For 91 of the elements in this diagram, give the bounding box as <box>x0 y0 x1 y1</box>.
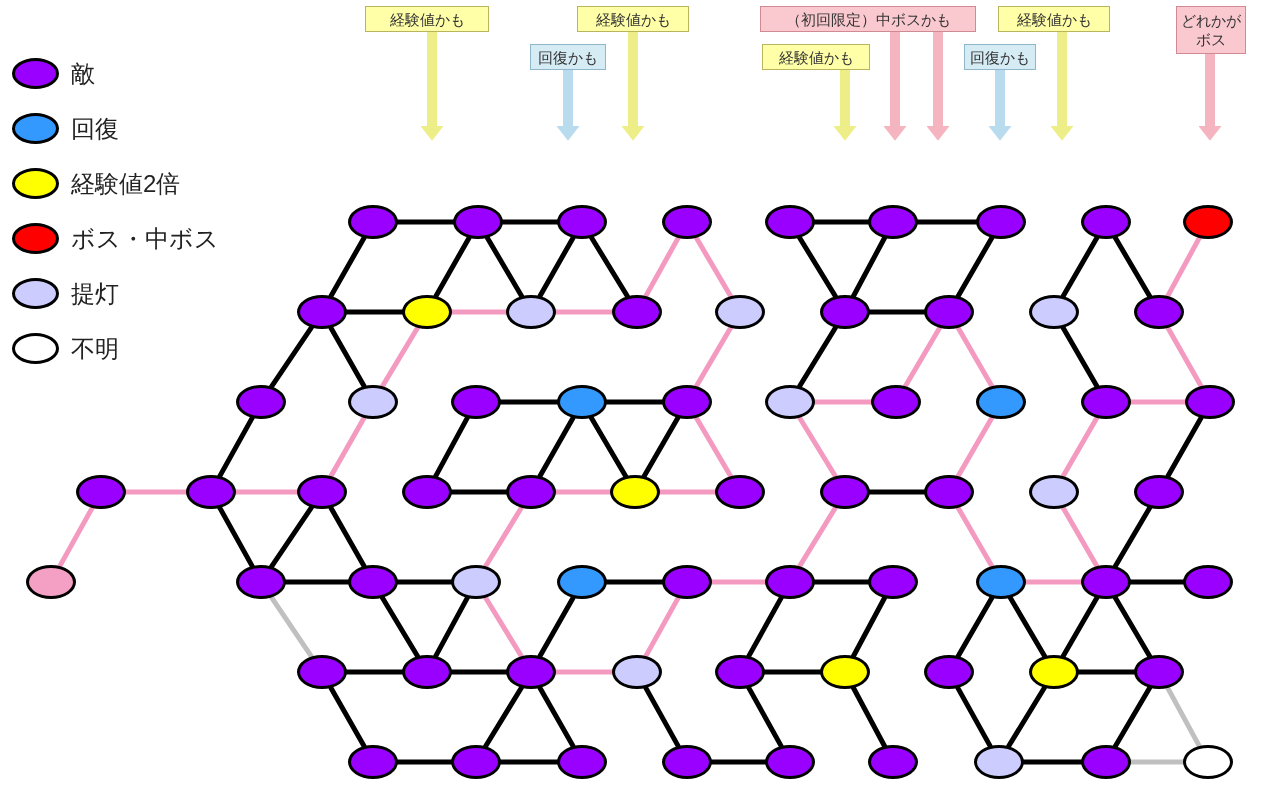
map-node <box>662 745 712 779</box>
arrow <box>926 32 950 141</box>
arrow <box>420 32 444 141</box>
map-node <box>1081 385 1131 419</box>
map-node <box>506 475 556 509</box>
callout-box: 経験値かも <box>998 6 1110 32</box>
map-node <box>820 475 870 509</box>
arrow <box>556 70 580 141</box>
map-node <box>348 385 398 419</box>
map-node <box>557 745 607 779</box>
map-node <box>974 745 1024 779</box>
map-node <box>715 655 765 689</box>
map-node <box>348 205 398 239</box>
map-node <box>557 385 607 419</box>
legend-label: 不明 <box>71 333 119 364</box>
map-node <box>612 655 662 689</box>
map-node <box>1183 565 1233 599</box>
map-node <box>1185 385 1235 419</box>
map-node <box>297 295 347 329</box>
legend-label: 敵 <box>71 58 95 89</box>
map-node <box>662 565 712 599</box>
map-node <box>506 655 556 689</box>
map-node <box>976 565 1026 599</box>
map-node <box>402 475 452 509</box>
map-node <box>1029 475 1079 509</box>
map-node <box>557 205 607 239</box>
map-node <box>610 475 660 509</box>
map-node <box>1081 565 1131 599</box>
callout-box: 経験値かも <box>365 6 489 32</box>
map-node <box>765 745 815 779</box>
map-node <box>1029 655 1079 689</box>
map-node <box>976 205 1026 239</box>
map-node <box>297 475 347 509</box>
map-node <box>1183 205 1233 239</box>
map-node <box>662 385 712 419</box>
map-node <box>868 565 918 599</box>
map-node <box>236 565 286 599</box>
callout-box: 回復かも <box>530 44 606 70</box>
map-node <box>924 295 974 329</box>
map-node <box>557 565 607 599</box>
map-node <box>924 475 974 509</box>
arrow <box>1198 54 1222 141</box>
callout-box: 回復かも <box>964 44 1036 70</box>
map-node <box>402 295 452 329</box>
map-node <box>765 385 815 419</box>
map-node <box>236 385 286 419</box>
callout-box: （初回限定）中ボスかも <box>760 6 976 32</box>
arrow <box>833 70 857 141</box>
arrow <box>883 32 907 141</box>
map-node <box>1134 475 1184 509</box>
map-node <box>506 295 556 329</box>
map-node <box>76 475 126 509</box>
legend-label: 経験値2倍 <box>71 168 181 199</box>
callout-box: どれかがボス <box>1176 6 1246 54</box>
map-node <box>868 205 918 239</box>
map-node <box>451 385 501 419</box>
map-node <box>871 385 921 419</box>
map-node <box>715 295 765 329</box>
map-node <box>1029 295 1079 329</box>
map-node <box>1081 205 1131 239</box>
map-node <box>924 655 974 689</box>
map-node <box>451 565 501 599</box>
map-node <box>402 655 452 689</box>
map-node <box>1183 745 1233 779</box>
map-node <box>348 745 398 779</box>
map-node <box>820 655 870 689</box>
map-node <box>820 295 870 329</box>
map-node <box>662 205 712 239</box>
legend-label: 提灯 <box>71 278 119 309</box>
arrow <box>1050 32 1074 141</box>
map-node <box>1134 655 1184 689</box>
map-node <box>1081 745 1131 779</box>
map-node <box>453 205 503 239</box>
legend-label: 回復 <box>71 113 119 144</box>
map-node <box>612 295 662 329</box>
map-node <box>186 475 236 509</box>
map-node <box>765 205 815 239</box>
arrow <box>988 70 1012 141</box>
callout-box: 経験値かも <box>762 44 870 70</box>
legend-label: ボス・中ボス <box>71 223 219 254</box>
map-node <box>451 745 501 779</box>
map-node <box>26 565 76 599</box>
map-node <box>297 655 347 689</box>
callout-box: 経験値かも <box>577 6 689 32</box>
arrow <box>621 32 645 141</box>
map-node <box>715 475 765 509</box>
map-node <box>348 565 398 599</box>
map-node <box>976 385 1026 419</box>
map-node <box>765 565 815 599</box>
map-node <box>1134 295 1184 329</box>
map-node <box>868 745 918 779</box>
